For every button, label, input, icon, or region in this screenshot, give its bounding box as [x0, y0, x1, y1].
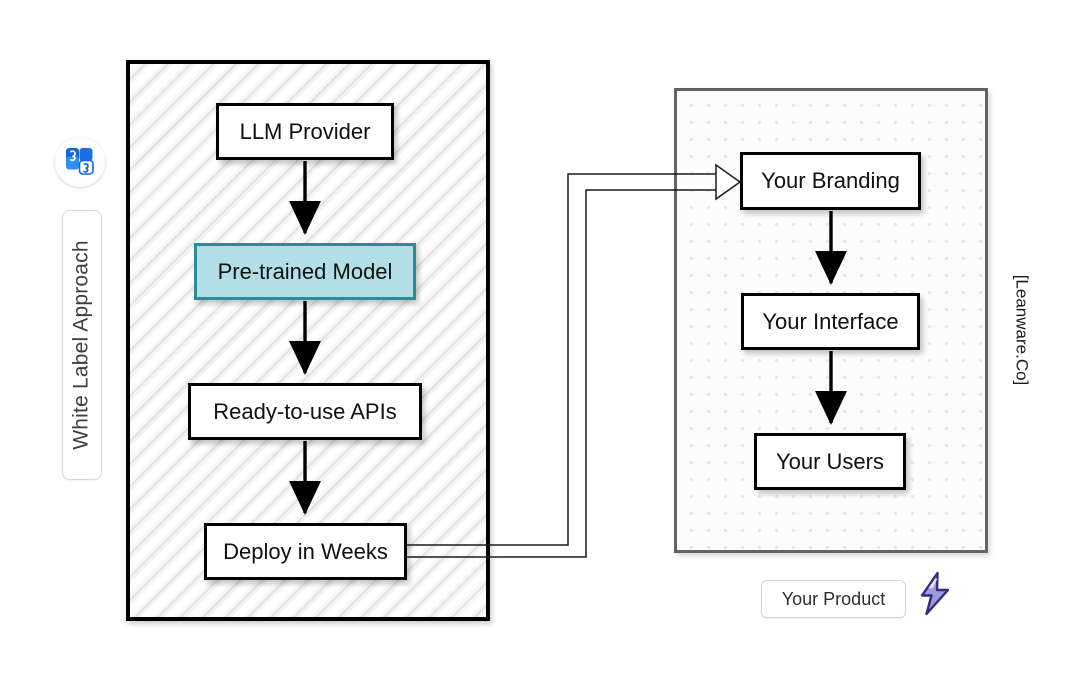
node-label: Deploy in Weeks: [223, 538, 388, 564]
node-label: LLM Provider: [239, 118, 371, 144]
leanware-logo-icon: [66, 148, 94, 175]
node-label: Your Interface: [762, 308, 899, 334]
node-your-users[interactable]: Your Users: [754, 433, 906, 490]
node-your-branding[interactable]: Your Branding: [740, 152, 921, 210]
lightning-bolt-icon: [917, 571, 955, 616]
node-label: Your Users: [775, 448, 884, 474]
right-caption-text: [Leanware.Co]: [1012, 274, 1032, 386]
your-product-label: Your Product: [781, 588, 886, 609]
side-label-text: White Label Approach: [70, 240, 93, 450]
node-your-interface[interactable]: Your Interface: [741, 293, 920, 350]
node-ready-to-use-apis[interactable]: Ready-to-use APIs: [188, 383, 422, 440]
node-deploy-in-weeks[interactable]: Deploy in Weeks: [204, 523, 407, 580]
node-llm-provider[interactable]: LLM Provider: [216, 103, 394, 160]
your-product-chip: Your Product: [761, 580, 906, 618]
white-label-approach-label: White Label Approach: [62, 210, 102, 480]
node-pre-trained-model[interactable]: Pre-trained Model: [194, 243, 416, 300]
node-label: Ready-to-use APIs: [213, 398, 397, 424]
leanware-caption: [Leanware.Co]: [1006, 255, 1036, 405]
leanware-logo-badge: [55, 137, 105, 187]
node-label: Pre-trained Model: [217, 258, 393, 284]
node-label: Your Branding: [761, 168, 900, 193]
